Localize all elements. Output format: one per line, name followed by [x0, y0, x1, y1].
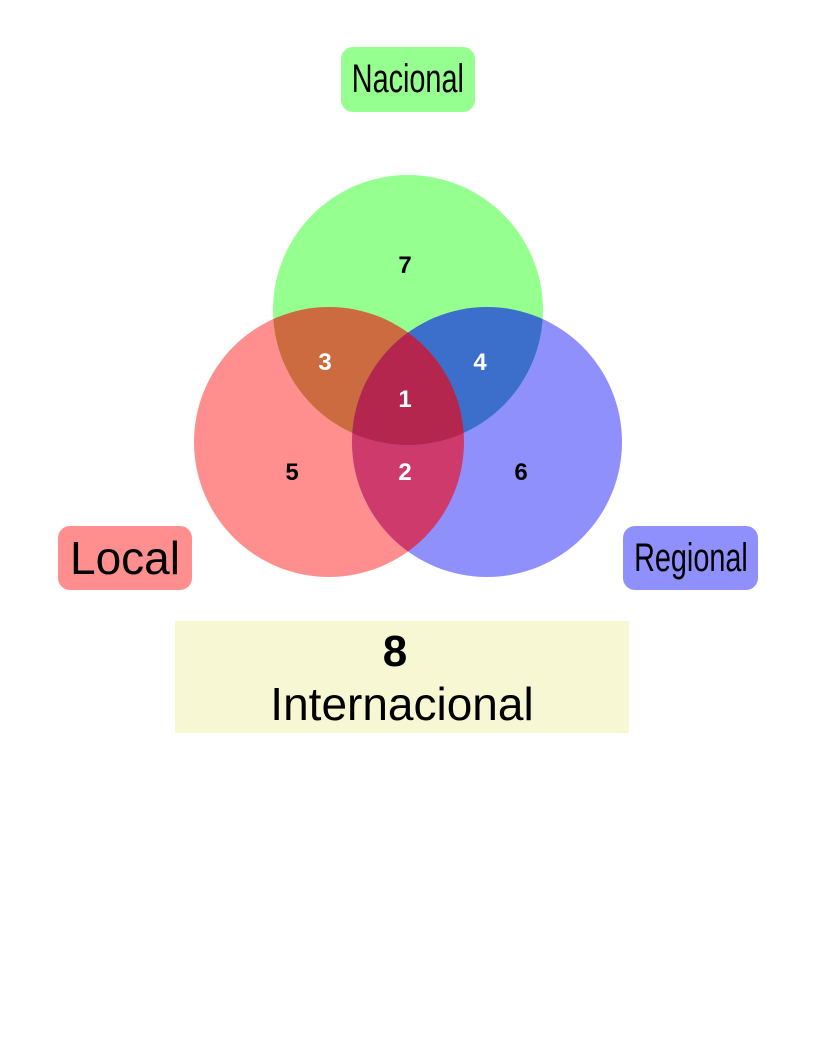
- outside-region-number: 8: [382, 627, 408, 676]
- label-nacional-text: Nacional: [351, 57, 465, 101]
- region-local-regional: 2: [398, 459, 411, 486]
- region-nacional-only: 7: [398, 252, 411, 279]
- region-local-nacional: 3: [318, 349, 331, 376]
- outside-region-label: Internacional: [270, 678, 534, 730]
- region-nacional-regional: 4: [473, 349, 487, 376]
- region-all-three: 1: [398, 386, 411, 413]
- region-local-only: 5: [285, 459, 298, 486]
- region-regional-only: 6: [514, 459, 527, 486]
- label-regional: Regional: [623, 526, 758, 590]
- label-nacional: Nacional: [341, 47, 475, 112]
- label-local-text: Local: [70, 532, 180, 584]
- label-local: Local: [58, 526, 192, 590]
- label-regional-text: Regional: [633, 535, 748, 580]
- outside-region-box: 8 Internacional: [175, 621, 629, 733]
